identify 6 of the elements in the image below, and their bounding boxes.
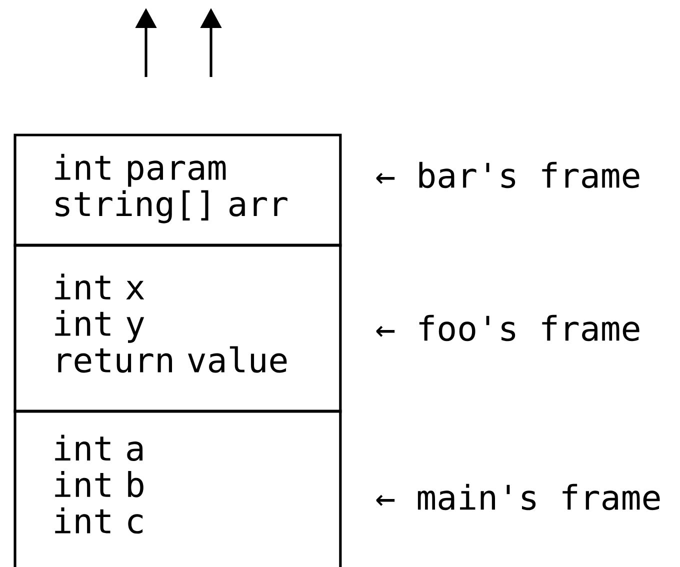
frame-label: ← foo's frame xyxy=(376,314,640,342)
frame-label: ← bar's frame xyxy=(376,162,640,188)
frame-label: ← main's frame xyxy=(376,484,660,510)
stack-frame: int param string[] arr xyxy=(14,134,342,247)
stack-frame: int x int y return value xyxy=(14,244,342,413)
stack-frame: int a int b int c xyxy=(14,410,342,567)
